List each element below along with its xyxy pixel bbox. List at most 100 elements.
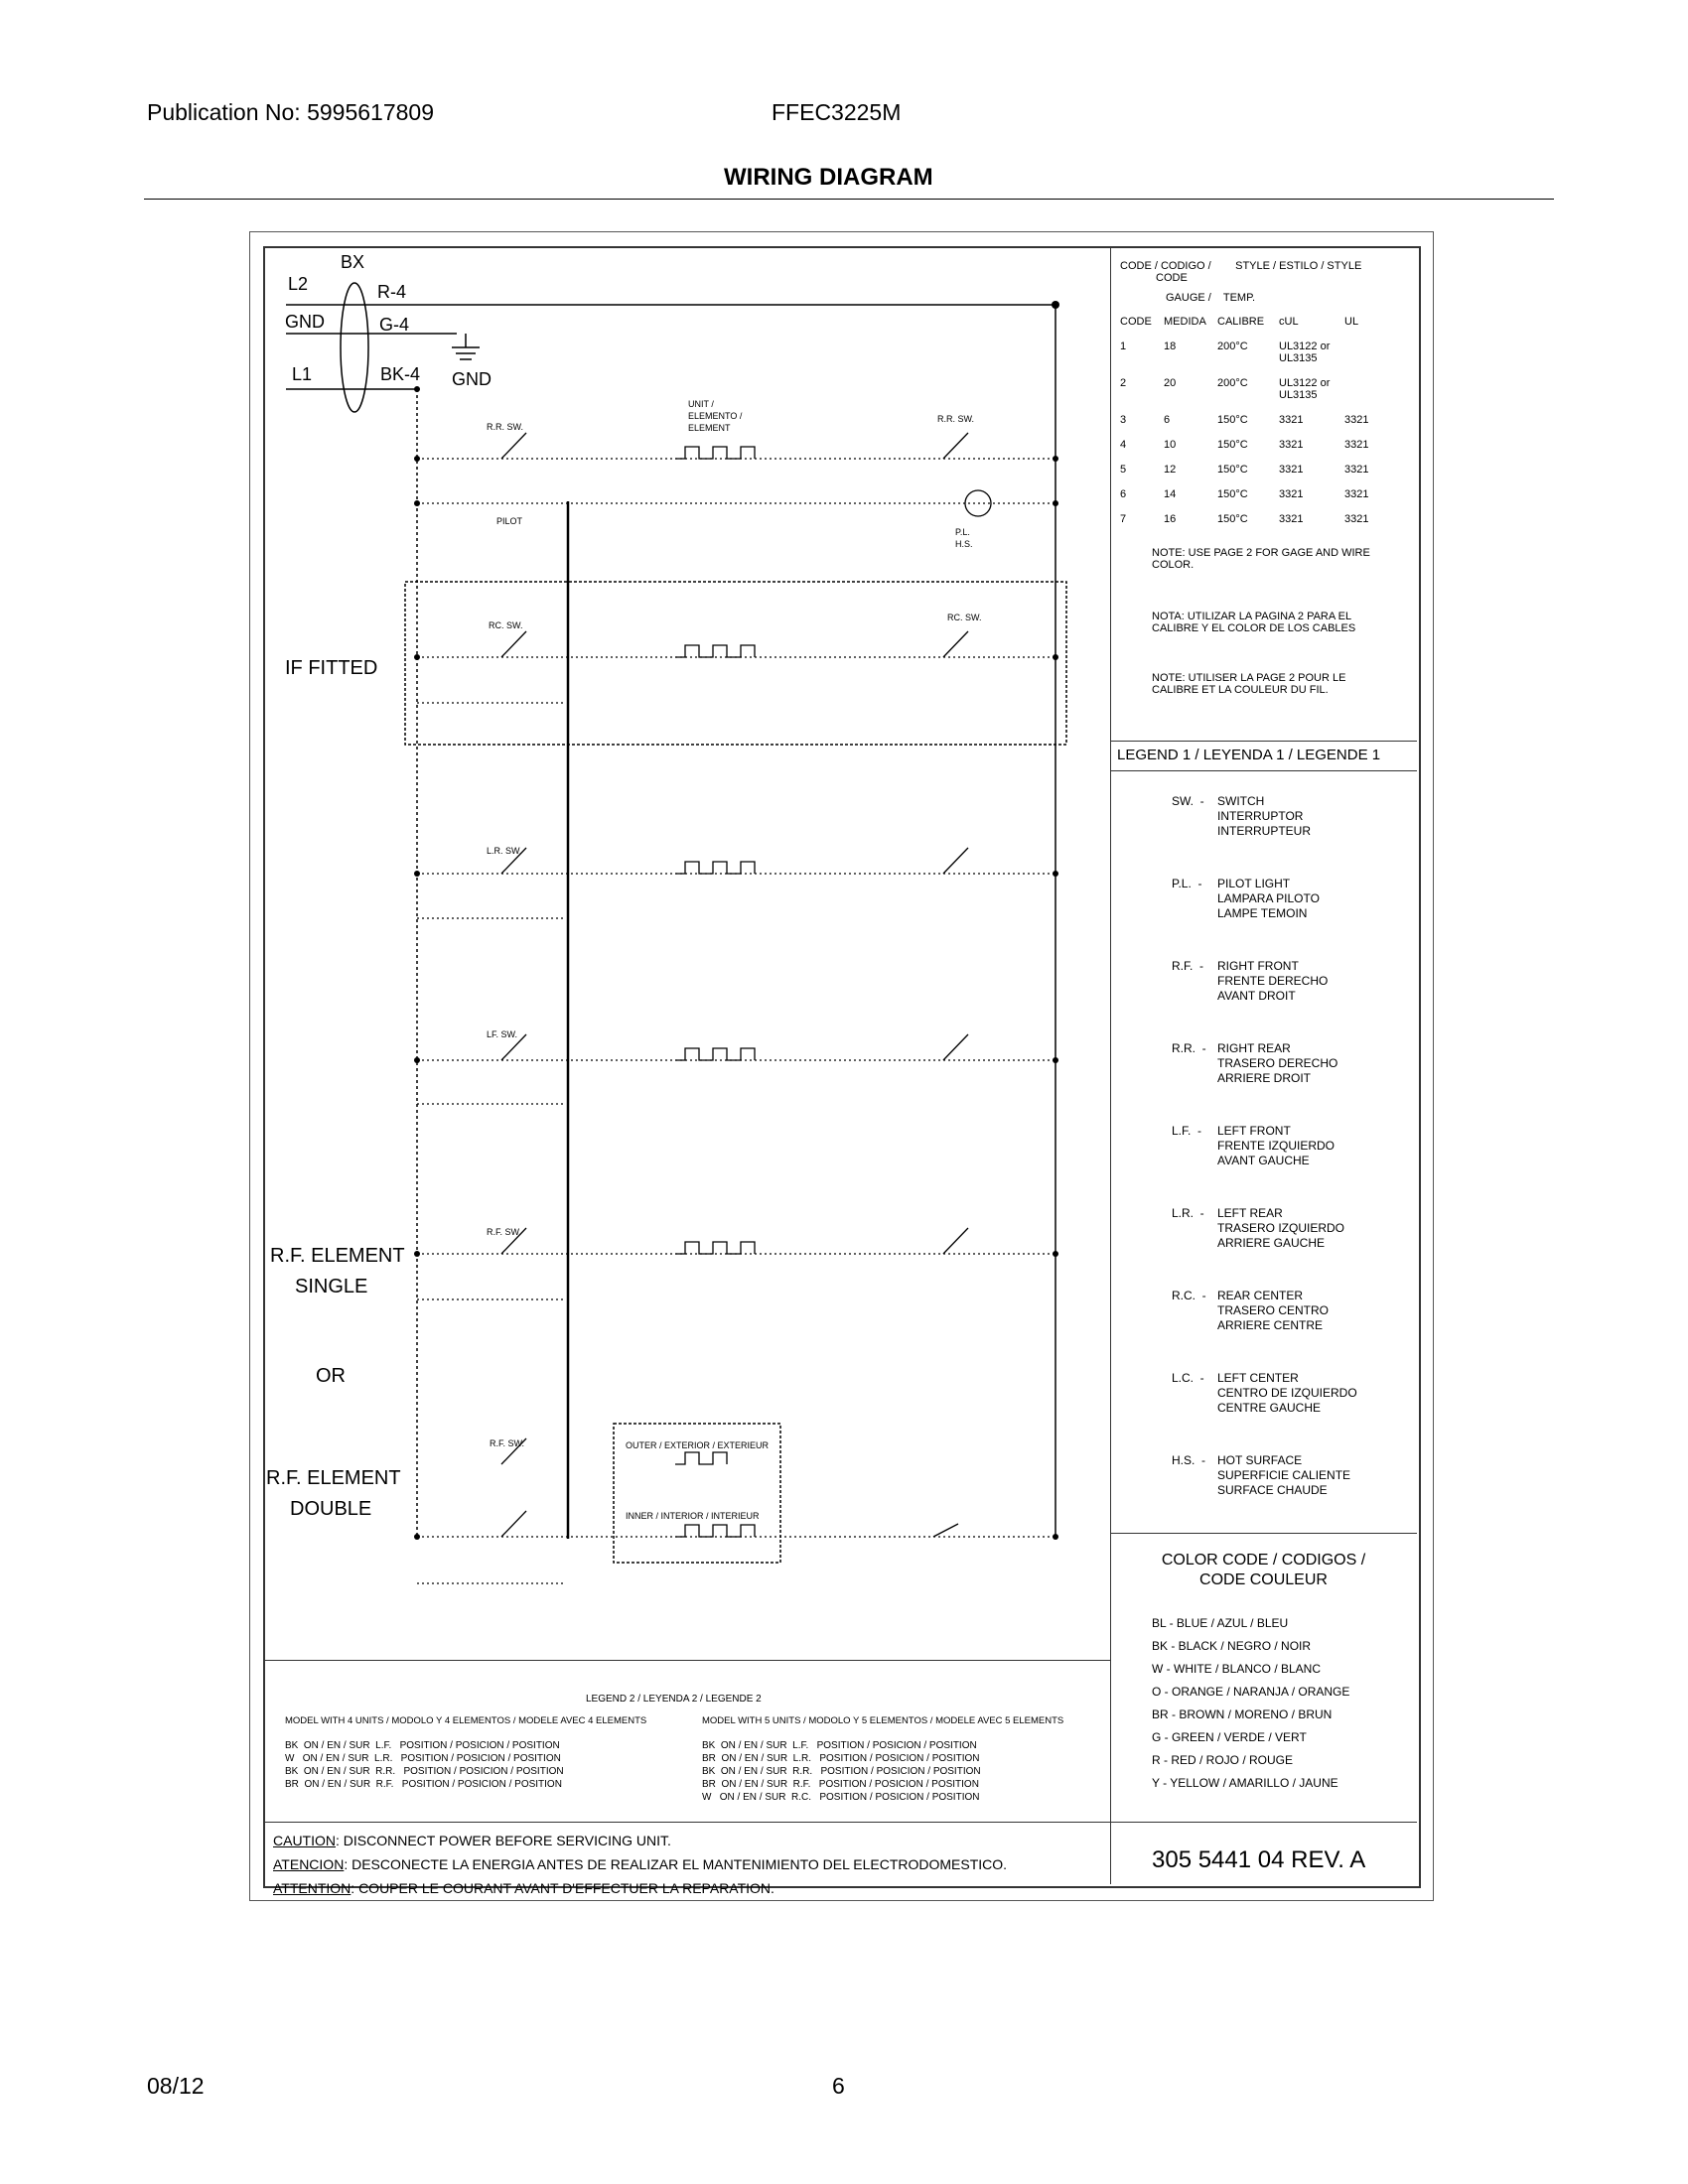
atencion-text: : DESCONECTE LA ENERGIA ANTES DE REALIZA… [344,1856,1008,1872]
code-table-cell: 2 [1120,377,1127,389]
footer-page: 6 [832,2073,845,2099]
code-table-head: CODE / CODIGO / STYLE / ESTILO / STYLE [1120,260,1362,272]
legend1-text: ARRIERE CENTRE [1217,1318,1324,1332]
diagram-inner-frame [263,246,1421,1888]
wire-label-l1: L1 [292,364,312,384]
caution-block: CAUTION: DISCONNECT POWER BEFORE SERVICI… [273,1829,1007,1900]
legend1-text: FRENTE DERECHO [1217,974,1329,988]
lr-switch-label: L.R. SW. [487,846,522,856]
section-rf-double-title: R.F. ELEMENT [266,1467,401,1489]
attention-text: : COUPER LE COURANT AVANT D'EFFECTUER LA… [351,1880,774,1896]
legend1-text: SWITCH [1217,794,1265,808]
lf-switch-label: LF. SW. [487,1029,517,1039]
col-ul: UL [1344,316,1359,328]
legend1-text: FRENTE IZQUIERDO [1217,1139,1336,1153]
color-code-item: G - GREEN / VERDE / VERT [1152,1730,1307,1744]
legend1-text: INTERRUPTOR [1217,809,1304,823]
unit-label: UNIT / [688,399,714,409]
code-table: CODE / CODIGO / STYLE / ESTILO / STYLE C… [1120,260,1408,696]
col-cul: cUL [1279,316,1299,328]
code-table-cell: 4 [1120,439,1127,451]
caution-french: ATTENTION: COUPER LE COURANT AVANT D'EFF… [273,1876,1007,1900]
legend2-row: BR ON / EN / SUR L.R. POSITION / POSICIO… [702,1753,980,1764]
code-table-cell: 10 [1164,439,1177,451]
code-table-cell: 150°C [1217,488,1248,500]
section-rf-single-sub: SINGLE [295,1276,367,1297]
attention-label: ATTENTION [273,1880,352,1896]
code-table-cell: 3321 [1344,513,1369,525]
color-code-item: R - RED / ROJO / ROUGE [1152,1753,1294,1767]
page-title: WIRING DIAGRAM [724,164,933,191]
code-table-cell: 3321 [1344,414,1369,426]
legend2-row: BK ON / EN / SUR L.F. POSITION / POSICIO… [702,1740,977,1751]
code-table-cell: 16 [1164,513,1177,525]
rf-switch-label: R.F. SW. [487,1227,521,1237]
legend1-text: HOT SURFACE [1217,1453,1303,1467]
wire-label-r4: R-4 [377,282,406,302]
code-table-cell: 150°C [1217,513,1248,525]
code-table-cell: UL3122 or UL3135 [1279,377,1331,401]
legend1-text: INTERRUPTEUR [1217,824,1312,838]
wire-label-bx: BX [341,252,364,272]
legend2-row: BK ON / EN / SUR R.R. POSITION / POSICIO… [285,1766,564,1777]
code-table-cell: 150°C [1217,414,1248,426]
caution-label: CAUTION [273,1833,336,1848]
code-table-cell: 3321 [1279,439,1304,451]
atencion-label: ATENCION [273,1856,345,1872]
code-table-cell: 14 [1164,488,1177,500]
legend1-text: LEFT REAR [1217,1206,1283,1220]
code-table-cell: 1 [1120,341,1127,352]
legend1-text: LEFT FRONT [1217,1124,1291,1138]
legend2-title: LEGEND 2 / LEYENDA 2 / LEGENDE 2 [586,1694,762,1705]
code-table-cell: 3 [1120,414,1127,426]
model-number: FFEC3225M [772,99,902,125]
code-table-cell: 6 [1120,488,1127,500]
caution-spanish: ATENCION: DESCONECTE LA ENERGIA ANTES DE… [273,1852,1007,1876]
col-code: CODE [1120,316,1152,328]
code-table-cell: 5 [1120,464,1127,476]
legend1-abbr: SW. - [1172,794,1204,808]
section-rf-double-sub: DOUBLE [290,1498,371,1520]
footer-date: 08/12 [147,2073,205,2099]
code-table-columns: CODE MEDIDA CALIBRE cUL UL [1120,316,1408,328]
legend1-text: AVANT GAUCHE [1217,1154,1310,1167]
legend1-text: CENTRE GAUCHE [1217,1401,1322,1415]
pilot-light-label: P.L. [955,527,970,537]
legend1-abbr: R.F. - [1172,959,1203,973]
rr-switch-label-right: R.R. SW. [937,414,974,424]
legend1-abbr: R.R. - [1172,1041,1206,1055]
legend1-text: LAMPE TEMOIN [1217,906,1308,920]
legend2-left-rows: BK ON / EN / SUR L.F. POSITION / POSICIO… [285,1739,564,1791]
inner-element-label: INNER / INTERIOR / INTERIEUR [626,1511,760,1521]
legend1-text: CENTRO DE IZQUIERDO [1217,1386,1357,1400]
color-code-item: BR - BROWN / MORENO / BRUN [1152,1707,1333,1721]
color-code-item: Y - YELLOW / AMARILLO / JAUNE [1152,1776,1338,1790]
col-medida: MEDIDA [1164,316,1206,328]
rf-double-switch-label: R.F. SW. [490,1438,524,1448]
col-calibre: CALIBRE [1217,316,1265,328]
hot-surface-label: H.S. [955,539,973,549]
legend2-row: BR ON / EN / SUR R.F. POSITION / POSICIO… [702,1779,979,1790]
code-table-cell: 3321 [1344,439,1369,451]
color-code-item: BL - BLUE / AZUL / BLEU [1152,1616,1289,1630]
legend1-text: TRASERO IZQUIERDO [1217,1221,1345,1235]
code-table-cell: 20 [1164,377,1177,389]
code-table-cell: 3321 [1344,488,1369,500]
legend1-text: SURFACE CHAUDE [1217,1483,1328,1497]
wire-label-gnd: GND [285,312,325,332]
note-french: NOTE: UTILISER LA PAGE 2 POUR LE CALIBRE… [1152,672,1346,696]
code-table-cell: 200°C [1217,341,1248,352]
rc-switch-label: RC. SW. [489,620,523,630]
